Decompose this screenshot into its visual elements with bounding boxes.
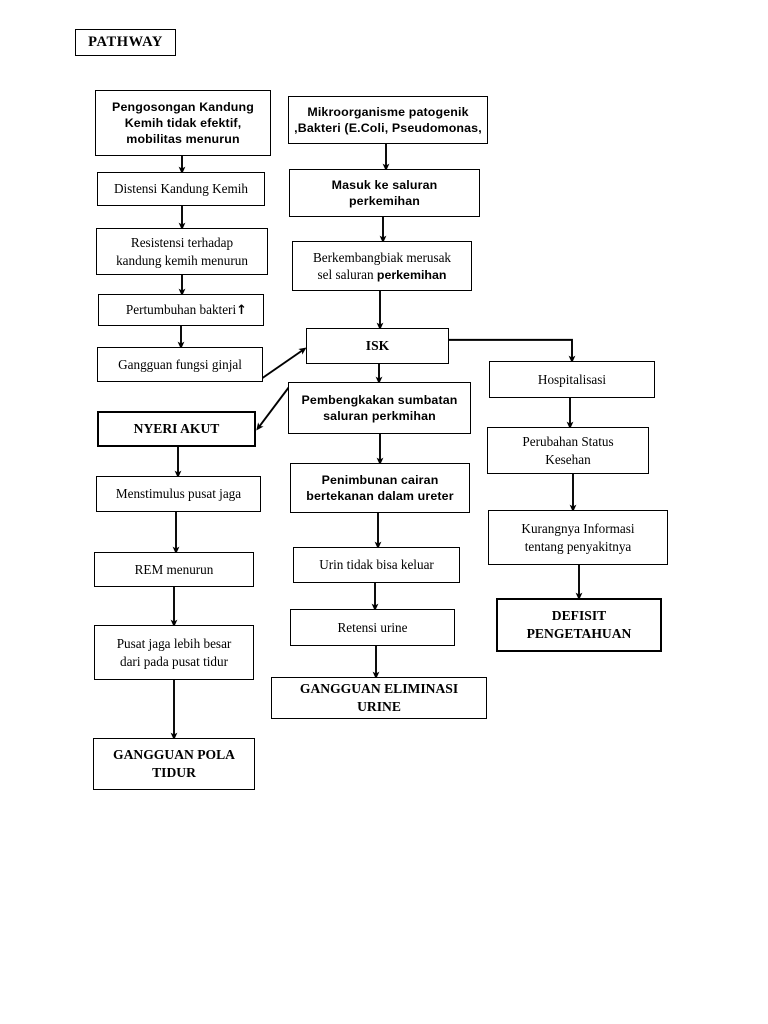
node-rem: REM menurun — [94, 552, 254, 587]
edge-gangguan_ginjal-to-isk — [260, 347, 307, 380]
node-label-distensi: Distensi Kandung Kemih — [113, 181, 249, 197]
edge-isk-to-hospitalisasi — [449, 338, 576, 364]
node-distensi: Distensi Kandung Kemih — [97, 172, 265, 206]
node-label-retensi: Retensi urine — [337, 619, 408, 635]
node-hospitalisasi: Hospitalisasi — [489, 361, 655, 398]
node-label-menstimulus: Menstimulus pusat jaga — [115, 486, 242, 502]
node-label-gangguan_ginjal: Gangguan fungsi ginjal — [118, 356, 242, 372]
node-pertumbuhan: Pertumbuhan bakteri↑ — [98, 294, 264, 326]
node-mikroorganisme: Mikroorganisme patogenik,Bakteri (E.Coli… — [288, 96, 488, 144]
node-urin_tidak: Urin tidak bisa keluar — [293, 547, 460, 583]
node-label-urin_tidak: Urin tidak bisa keluar — [319, 557, 434, 573]
pathway-title-box: PATHWAY — [75, 29, 176, 56]
edge-pembengkakan-to-nyeri_akut — [256, 386, 290, 431]
node-isk: ISK — [306, 328, 449, 364]
node-label-mikroorganisme: Mikroorganisme patogenik,Bakteri (E.Coli… — [294, 104, 482, 135]
node-retensi: Retensi urine — [290, 609, 455, 646]
node-label-pertumbuhan: Pertumbuhan bakteri — [125, 302, 237, 318]
increase-arrow-icon: ↑ — [236, 302, 247, 318]
pathway-title-label: PATHWAY — [88, 34, 163, 50]
node-menstimulus: Menstimulus pusat jaga — [96, 476, 261, 512]
node-label-hospitalisasi: Hospitalisasi — [537, 371, 607, 387]
node-nyeri_akut: NYERI AKUT — [97, 411, 256, 447]
node-label-isk: ISK — [365, 338, 390, 354]
node-gangguan_ginjal: Gangguan fungsi ginjal — [97, 347, 263, 382]
node-label-rem: REM menurun — [134, 561, 214, 577]
node-label-nyeri_akut: NYERI AKUT — [133, 421, 220, 437]
